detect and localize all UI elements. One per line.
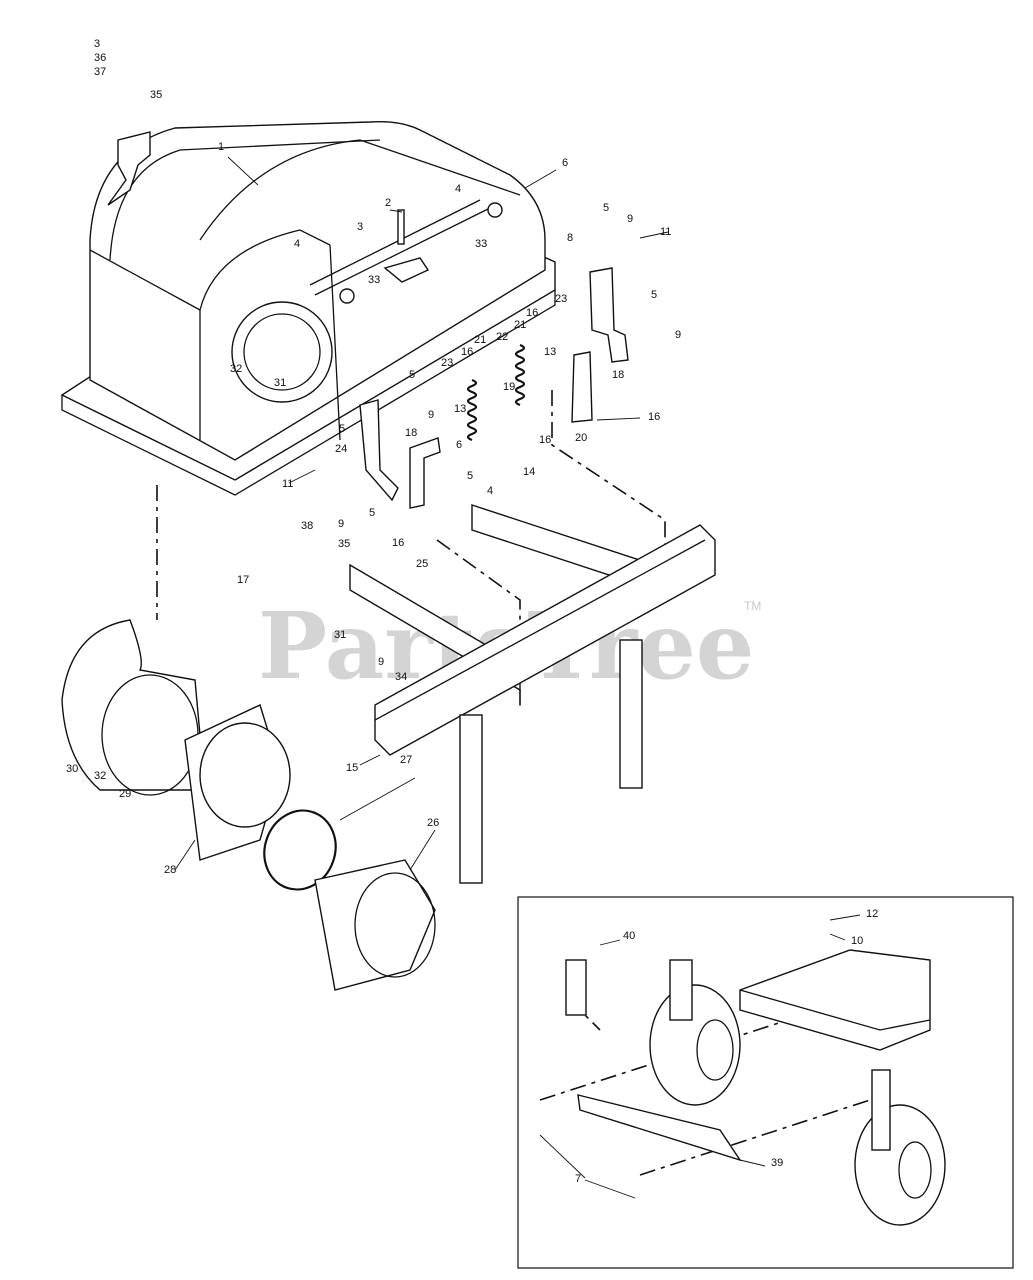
part-callout-lbl-35a: 35 [150, 89, 162, 101]
part-callout-lbl-16c: 16 [648, 411, 660, 423]
part-callout-lbl-11b: 11 [282, 478, 293, 490]
part-callout-lbl-31b: 31 [274, 377, 286, 389]
part-callout-lbl-3a: 3 [94, 38, 100, 50]
part-callout-lbl-10: 10 [851, 935, 863, 947]
blower-housing [60, 120, 556, 496]
hose-clamp [263, 809, 337, 891]
part-callout-lbl-5c: 5 [409, 369, 415, 381]
part-callout-lbl-32a: 32 [94, 770, 106, 782]
part-callout-lbl-5a: 5 [603, 202, 609, 214]
part-callout-lbl-5f: 5 [369, 507, 375, 519]
part-callout-lbl-7: 7 [575, 1173, 581, 1185]
part-callout-lbl-11a: 11 [660, 226, 671, 238]
part-callout-lbl-21b: 21 [474, 334, 486, 346]
part-callout-lbl-3b: 3 [357, 221, 363, 233]
part-callout-lbl-23b: 23 [441, 357, 453, 369]
part-callout-lbl-16a: 16 [526, 307, 538, 319]
part-callout-lbl-5d: 5 [339, 423, 345, 435]
part-callout-lbl-12: 12 [866, 908, 878, 920]
part-callout-lbl-5e: 5 [467, 470, 473, 482]
part-callout-lbl-39: 39 [771, 1157, 783, 1169]
part-callout-lbl-8: 8 [567, 232, 573, 244]
part-callout-lbl-33a: 33 [475, 238, 487, 250]
part-callout-lbl-29: 29 [119, 788, 131, 800]
part-callout-lbl-6: 6 [562, 157, 568, 169]
part-callout-lbl-13a: 13 [544, 346, 556, 358]
part-callout-lbl-9e: 9 [378, 656, 384, 668]
part-callout-lbl-31a: 31 [334, 629, 346, 641]
part-callout-lbl-5b: 5 [651, 289, 657, 301]
part-callout-lbl-4b: 4 [294, 238, 300, 250]
pivot-rods [309, 199, 503, 304]
part-callout-lbl-40: 40 [623, 930, 635, 942]
part-callout-lbl-18b: 18 [405, 427, 417, 439]
part-callout-lbl-16d: 16 [539, 434, 551, 446]
part-callout-lbl-38: 38 [301, 520, 313, 532]
part-callout-lbl-28: 28 [164, 864, 176, 876]
part-callout-lbl-9c: 9 [428, 409, 434, 421]
part-callout-lbl-24: 24 [335, 443, 347, 455]
mounting-frame [349, 504, 716, 884]
discharge-chute [61, 619, 206, 796]
part-callout-lbl-9b: 9 [675, 329, 681, 341]
part-callout-lbl-26: 26 [427, 817, 439, 829]
part-callout-lbl-13b: 13 [454, 403, 466, 415]
part-callout-lbl-16b: 16 [461, 346, 473, 358]
side-bracket-right [571, 267, 629, 423]
part-callout-lbl-36: 36 [94, 52, 106, 64]
latch-bracket [107, 131, 151, 206]
part-callout-lbl-32b: 32 [230, 363, 242, 375]
part-callout-lbl-1: 1 [218, 141, 224, 153]
part-callout-lbl-15: 15 [346, 762, 358, 774]
part-callout-lbl-23a: 23 [555, 293, 567, 305]
part-callout-lbl-14: 14 [523, 466, 535, 478]
inset-panel [517, 896, 1014, 1269]
part-callout-lbl-27: 27 [400, 754, 412, 766]
part-callout-lbl-17: 17 [237, 574, 249, 586]
side-bracket-left [359, 399, 441, 509]
leader-lines [174, 156, 861, 1199]
flange-adapter [184, 704, 291, 861]
part-callout-lbl-6b: 6 [456, 439, 462, 451]
part-callout-lbl-25: 25 [416, 558, 428, 570]
part-callout-lbl-16e: 16 [392, 537, 404, 549]
part-callout-lbl-4c: 4 [487, 485, 493, 497]
part-callout-lbl-30: 30 [66, 763, 78, 775]
part-callout-lbl-19: 19 [503, 381, 515, 393]
part-callout-lbl-22: 22 [496, 331, 508, 343]
part-callout-lbl-33b: 33 [368, 274, 380, 286]
part-callout-lbl-9a: 9 [627, 213, 633, 225]
part-callout-lbl-37: 37 [94, 66, 106, 78]
part-callout-lbl-4a: 4 [455, 183, 461, 195]
part-callout-lbl-35b: 35 [338, 538, 350, 550]
watermark-trademark: TM [744, 599, 761, 613]
part-callout-lbl-34: 34 [395, 671, 407, 683]
tension-springs [466, 343, 526, 442]
part-callout-lbl-2: 2 [385, 197, 391, 209]
flex-hose [314, 859, 436, 991]
part-callout-lbl-18a: 18 [612, 369, 624, 381]
part-callout-lbl-20: 20 [575, 432, 587, 444]
part-callout-lbl-9d: 9 [338, 518, 344, 530]
part-callout-lbl-21a: 21 [514, 319, 526, 331]
